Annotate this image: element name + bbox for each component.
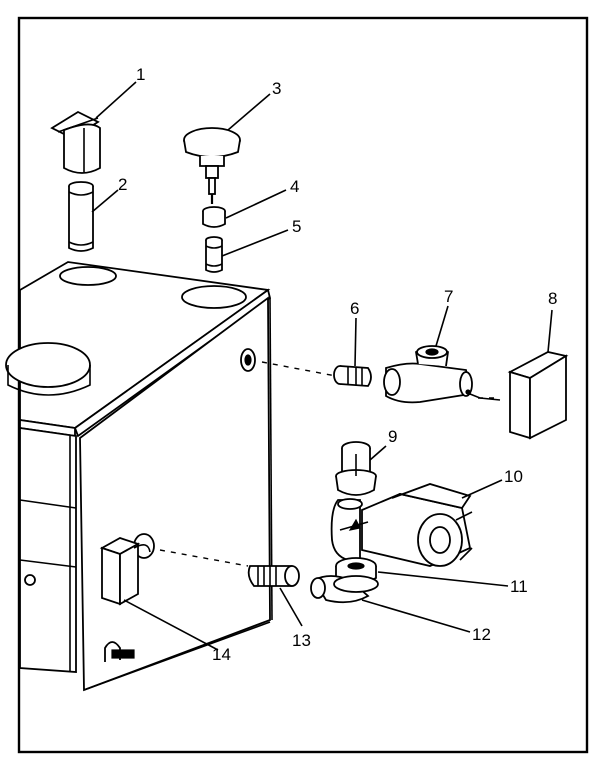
part-10-pump: [330, 483, 473, 567]
part-2-nipple: [68, 181, 94, 252]
label-6: 6: [350, 299, 359, 318]
part-5-nipple: [205, 236, 223, 273]
label-14: 14: [212, 645, 231, 664]
boiler-cabinet: [5, 261, 273, 692]
part-14-box: [99, 537, 151, 606]
part-3-gauge: [183, 127, 241, 204]
part-13-nipple: [247, 565, 300, 587]
label-12: 12: [472, 625, 491, 644]
label-10: 10: [504, 467, 523, 486]
label-9: 9: [388, 427, 397, 446]
label-4: 4: [290, 177, 299, 196]
label-1: 1: [136, 65, 145, 84]
label-5: 5: [292, 217, 301, 236]
label-13: 13: [292, 631, 311, 650]
label-8: 8: [548, 289, 557, 308]
part-1-valve: [50, 110, 101, 174]
part-9-fitting: [335, 441, 377, 496]
label-2: 2: [118, 175, 127, 194]
label-3: 3: [272, 79, 281, 98]
part-7-tee: [383, 345, 501, 404]
label-11: 11: [510, 577, 528, 596]
part-4-bushing: [202, 206, 226, 228]
part-6-nipple: [333, 365, 372, 387]
label-7: 7: [444, 287, 453, 306]
part-8-control-box: [507, 351, 569, 440]
part-12-elbow: [310, 575, 379, 604]
diagram-border: [17, 16, 589, 754]
